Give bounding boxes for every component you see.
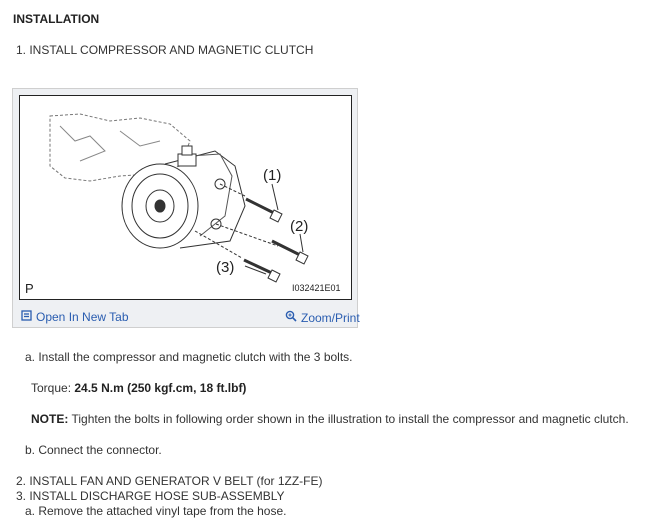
step-3-heading: 3. INSTALL DISCHARGE HOSE SUB-ASSEMBLY [16, 489, 285, 503]
open-in-new-tab-label: Open In New Tab [36, 310, 129, 324]
substep-a-remove-tape: a. Remove the attached vinyl tape from t… [25, 504, 287, 518]
torque-line: Torque: 24.5 N.m (250 kgf.cm, 18 ft.lbf) [31, 381, 246, 395]
zoom-print-label: Zoom/Print [301, 310, 360, 325]
open-tab-icon [21, 310, 32, 324]
substep-a-install: a. Install the compressor and magnetic c… [25, 350, 353, 364]
figure-code: I032421E01 [292, 283, 341, 293]
note-text: Tighten the bolts in following order sho… [71, 412, 629, 426]
note-label: NOTE: [31, 412, 69, 426]
callout-3-label: (3) [216, 259, 235, 276]
magnifier-icon [285, 310, 297, 325]
note-line: NOTE: Tighten the bolts in following ord… [31, 412, 629, 426]
callout-2-label: (2) [290, 218, 309, 235]
compressor-illustration [49, 113, 309, 283]
torque-value: 24.5 N.m (250 kgf.cm, 18 ft.lbf) [74, 381, 247, 395]
figure-corner-letter: P [25, 281, 34, 296]
open-in-new-tab-link[interactable]: Open In New Tab [21, 310, 129, 324]
illustration-frame: (1) (2) (3) P I032421E01 [19, 95, 352, 300]
step-2-heading: 2. INSTALL FAN AND GENERATOR V BELT (for… [16, 474, 323, 488]
callout-1-label: (1) [263, 167, 282, 184]
substep-b-connect: b. Connect the connector. [25, 443, 162, 457]
zoom-print-link[interactable]: Zoom/Print [285, 310, 360, 325]
section-title: INSTALLATION [13, 12, 100, 26]
figure-toolbar: Open In New Tab Zoom/Print [13, 305, 360, 327]
torque-label: Torque: [31, 381, 72, 395]
illustration-panel: (1) (2) (3) P I032421E01 Open In New Tab… [12, 88, 360, 328]
step-1-heading: 1. INSTALL COMPRESSOR AND MAGNETIC CLUTC… [16, 43, 314, 57]
